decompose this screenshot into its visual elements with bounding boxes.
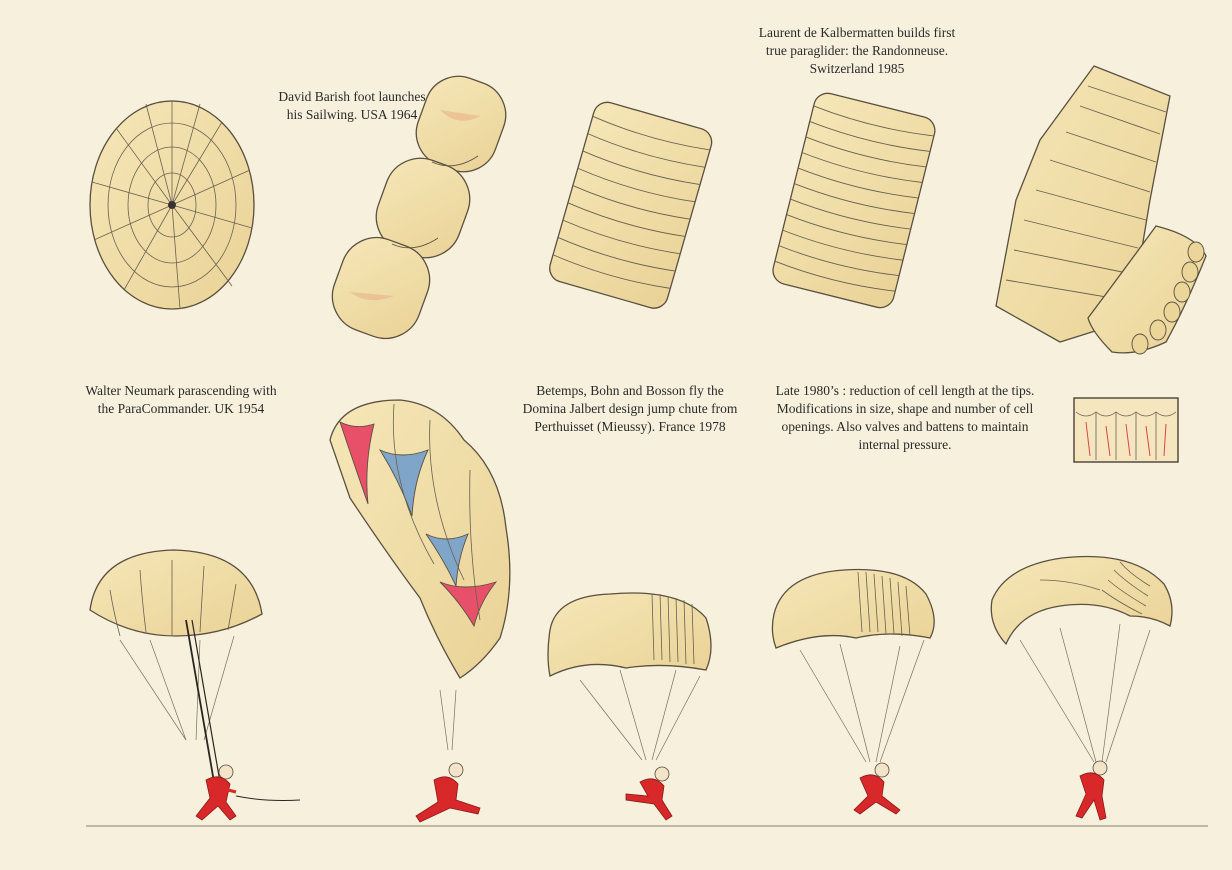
kalbermatten-randonneuse-canopy xyxy=(772,92,936,309)
caption-barish: David Barish foot launches his Sailwing.… xyxy=(278,89,426,122)
pilot-runner-2 xyxy=(415,762,481,823)
tapered-canopy-late-1980s xyxy=(995,65,1207,355)
barish-sailwing-canopy xyxy=(331,75,507,340)
caption-betemps: Betemps, Bohn and Bosson fly the Domina … xyxy=(522,383,738,434)
rectangular-canopy-1 xyxy=(549,101,713,309)
ram-air-canopy-3 xyxy=(547,592,712,761)
pilot-runner-1 xyxy=(195,764,237,821)
paracommander-canopy xyxy=(89,549,301,801)
caption-neumark: Walter Neumark parascending with the Par… xyxy=(85,383,277,416)
pilot-runner-3 xyxy=(625,766,673,821)
ram-air-canopy-5 xyxy=(990,555,1173,763)
pilot-runner-4 xyxy=(853,762,901,815)
round-parachute-top-view xyxy=(89,100,255,310)
caption-kalbermatten: Laurent de Kalbermatten builds first tru… xyxy=(758,25,956,76)
caption-late-1980s: Late 1980’s : reduction of cell length a… xyxy=(775,383,1035,452)
jalbert-jump-chute-canopy xyxy=(329,399,511,751)
ram-air-canopy-4 xyxy=(771,568,935,763)
cell-profile-diagram xyxy=(1073,397,1179,463)
pilot-runner-5 xyxy=(1075,760,1108,821)
